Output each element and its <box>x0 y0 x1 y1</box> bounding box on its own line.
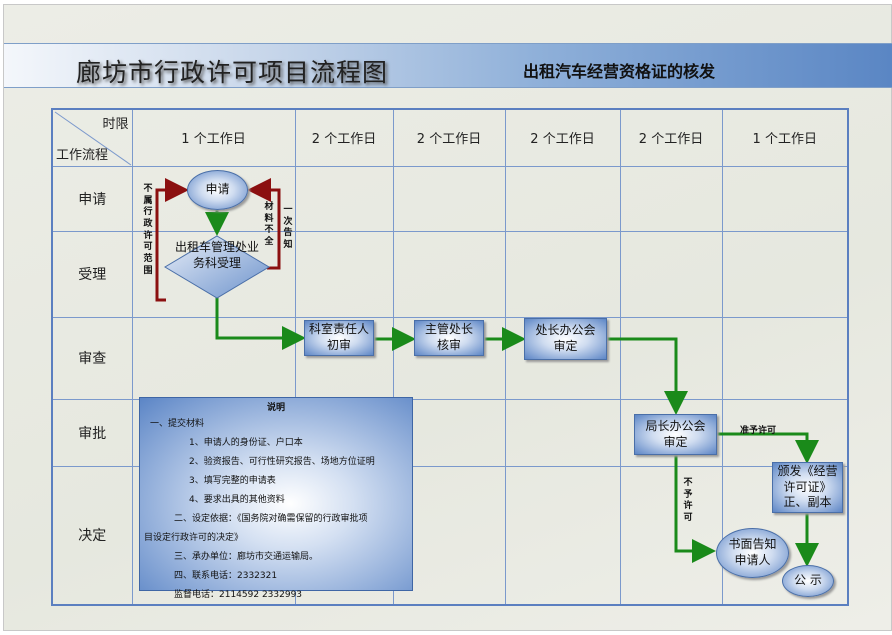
row-label: 受理 <box>51 230 133 318</box>
label-out-of-scope: 不属行政许可范围 <box>143 184 153 276</box>
node-publish: 公 示 <box>782 565 834 597</box>
column-header: 1 个工作日 <box>721 108 849 167</box>
page-title: 廊坊市行政许可项目流程图 <box>76 58 389 87</box>
node-review3: 处长办公会审定 <box>524 318 607 360</box>
notes-line: 一、提交材料 <box>150 419 205 429</box>
notes-line: 目设定行政许可的决定》 <box>144 533 244 543</box>
notes-line: 三、承办单位：廊坊市交通运输局。 <box>174 552 319 562</box>
accept-diamond <box>164 235 270 299</box>
column-header: 2 个工作日 <box>294 108 394 167</box>
node-review1: 科室责任人初审 <box>304 320 374 356</box>
page-subtitle: 出租汽车经营资格证的核发 <box>523 62 716 81</box>
notes-line: 2、验资报告、可行性研究报告、场地方位证明 <box>189 457 375 467</box>
flow-table: 时限 工作流程 1 个工作日 2 个工作日 2 个工作日 2 个工作日 2 个工… <box>51 108 849 606</box>
title-banner <box>4 43 892 88</box>
notes-line: 3、填写完整的申请表 <box>189 476 276 486</box>
notes-line: 1、申请人的身份证、户口本 <box>189 438 303 448</box>
column-header: 2 个工作日 <box>504 108 621 167</box>
time-limit-header: 时限 <box>102 117 129 132</box>
row-label: 决定 <box>51 465 133 606</box>
notes-box: 说明 一、提交材料 1、申请人的身份证、户口本 2、验资报告、可行性研究报告、场… <box>139 397 413 600</box>
notes-title: 说明 <box>266 403 285 413</box>
notes-line: 4、要求出具的其他资料 <box>189 495 285 505</box>
node-issue: 颁发《经营许可证》正、副本 <box>772 462 843 513</box>
notes-line: 监督电话：2114592 2332993 <box>174 590 303 600</box>
node-review2: 主管处长核审 <box>414 320 484 356</box>
label-notify-once: 一次告知 <box>283 205 293 251</box>
node-approve: 局长办公会审定 <box>634 414 717 455</box>
label-granted: 准予许可 <box>740 426 777 436</box>
label-incomplete: 材料不全 <box>264 202 274 248</box>
corner-cell: 时限 工作流程 <box>51 108 133 167</box>
column-header: 2 个工作日 <box>392 108 506 167</box>
column-header: 1 个工作日 <box>131 108 296 167</box>
row-label: 审批 <box>51 398 133 467</box>
node-notify: 书面告知申请人 <box>716 528 789 578</box>
notes-line: 四、联系电话：2332321 <box>174 571 278 581</box>
process-header: 工作流程 <box>56 147 109 163</box>
node-accept: 出租车管理处业务科受理 <box>175 240 260 270</box>
label-denied: 不予许可 <box>683 478 693 524</box>
notes-line: 二、设定依据：《国务院对确需保留的行政审批项 <box>174 514 368 524</box>
node-apply: 申请 <box>187 170 248 210</box>
row-label: 申请 <box>51 165 133 232</box>
